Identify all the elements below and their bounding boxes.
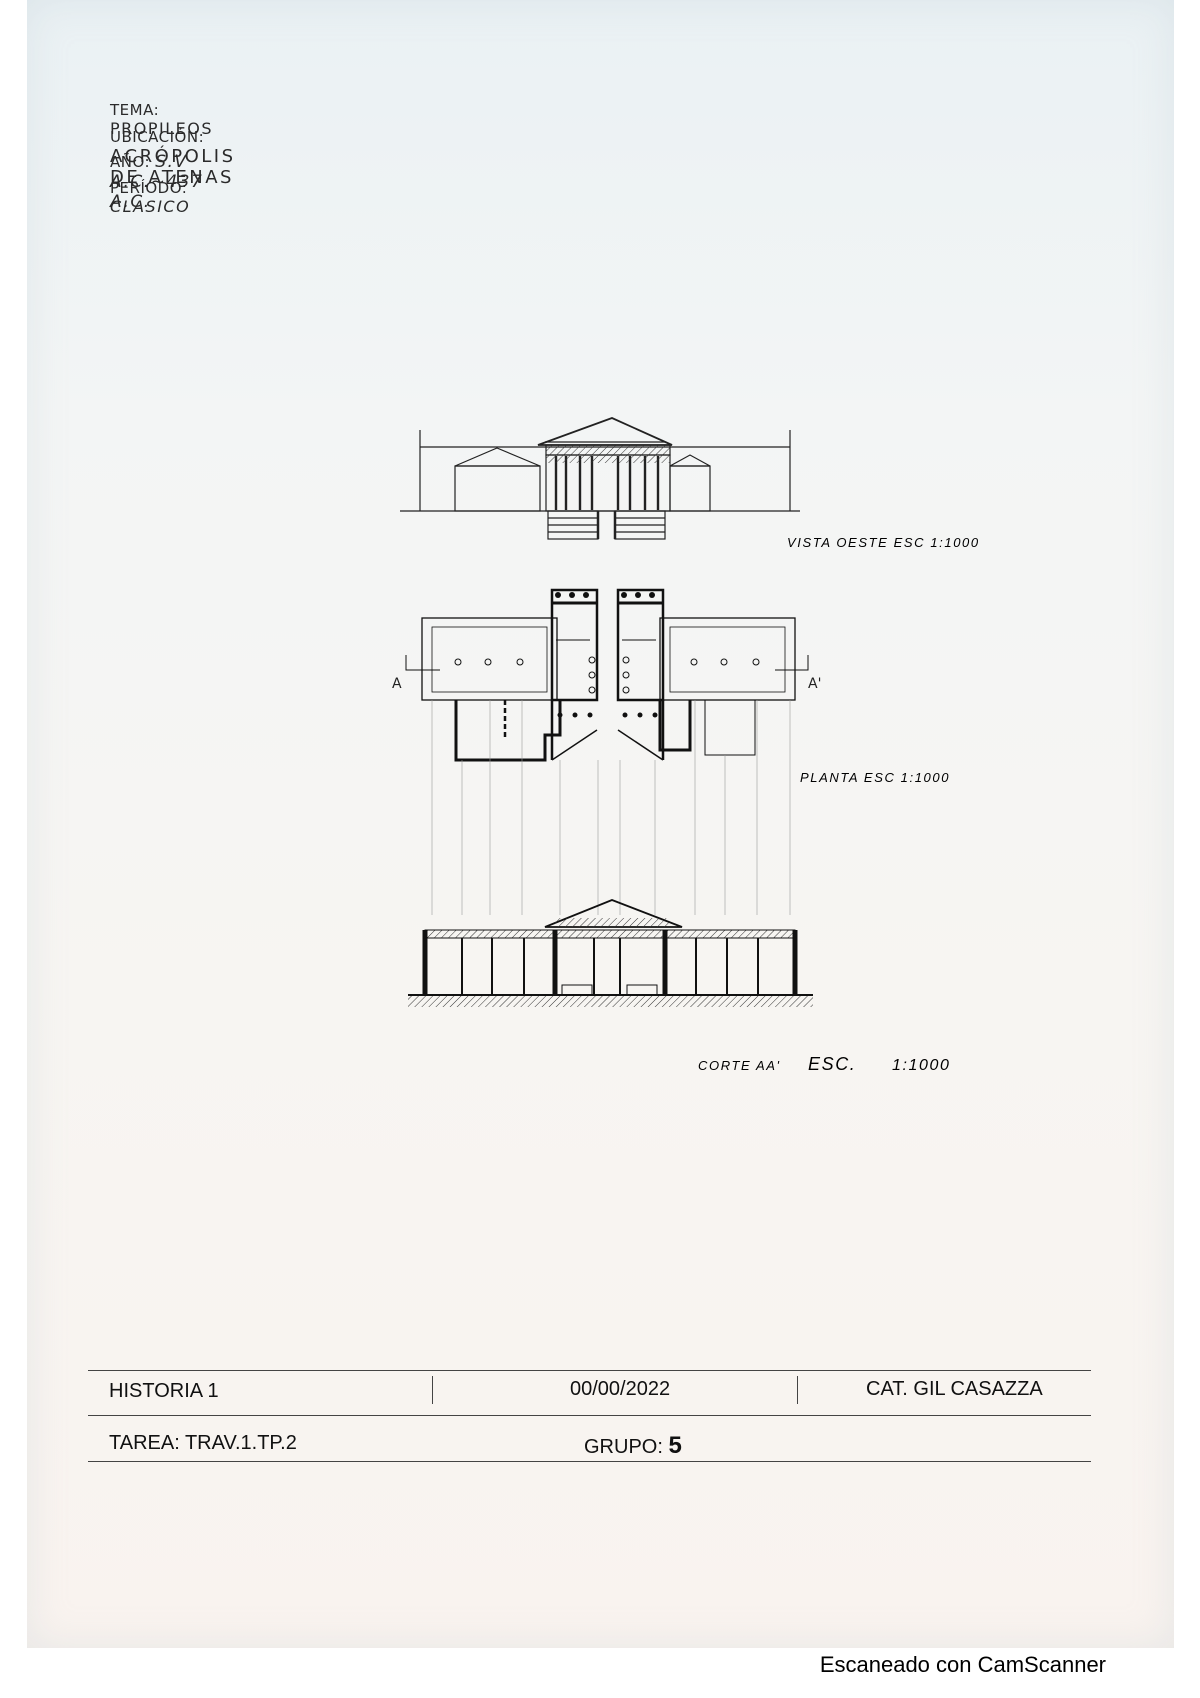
title-block-middle-rule	[88, 1415, 1091, 1416]
title-block-top-rule	[88, 1370, 1091, 1371]
anio-label: AÑO:	[110, 153, 151, 171]
title-block-divider-2	[797, 1376, 798, 1404]
paper-sheet	[27, 0, 1174, 1648]
group-number: 5	[668, 1432, 682, 1459]
group-cell: GRUPO: 5	[584, 1432, 682, 1460]
periodo-line: PERÍODO: CLASICO	[110, 178, 190, 216]
plan-caption: PLANTA ESC 1:1000	[800, 770, 950, 785]
tema-value: PROPILEOS	[110, 119, 213, 138]
section-caption-a: CORTE AA'	[698, 1058, 781, 1073]
group-label: GRUPO:	[584, 1436, 663, 1458]
tema-label: TEMA:	[110, 101, 160, 119]
scanner-watermark: Escaneado con CamScanner	[819, 1652, 1106, 1677]
ubicacion-label: UBICACIÓN:	[110, 128, 205, 146]
section-mark-left: A	[392, 676, 402, 692]
ubicacion-line: UBICACIÓN: ACRÓPOLIS DE ATENAS	[110, 127, 236, 188]
west-elevation	[400, 417, 800, 540]
date-cell: 00/00/2022	[570, 1378, 671, 1400]
periodo-label: PERÍODO:	[110, 179, 188, 197]
floor-plan	[405, 588, 809, 915]
elevation-caption: VISTA OESTE ESC 1:1000	[787, 535, 980, 550]
section-aa	[408, 899, 813, 1007]
ubicacion-value: ACRÓPOLIS DE ATENAS	[110, 146, 236, 188]
chair-cell: CAT. GIL CASAZZA	[866, 1378, 1043, 1400]
title-block-bottom-rule	[88, 1461, 1091, 1462]
anio-value: S.Ⅴ A.C.~437 A.C.	[110, 152, 204, 212]
section-caption-b: ESC.	[808, 1054, 856, 1074]
anio-line: AÑO: S.Ⅴ A.C.~437 A.C.	[110, 152, 203, 212]
title-block-divider-1	[432, 1376, 433, 1404]
periodo-value: CLASICO	[110, 197, 191, 216]
task-cell: TAREA: TRAV.1.TP.2	[109, 1432, 297, 1454]
tema-line: TEMA: PROPILEOS	[110, 100, 213, 138]
subject-cell: HISTORIA 1	[109, 1380, 219, 1402]
section-mark-right: A'	[808, 676, 821, 692]
section-caption-c: 1:1000	[892, 1057, 951, 1074]
